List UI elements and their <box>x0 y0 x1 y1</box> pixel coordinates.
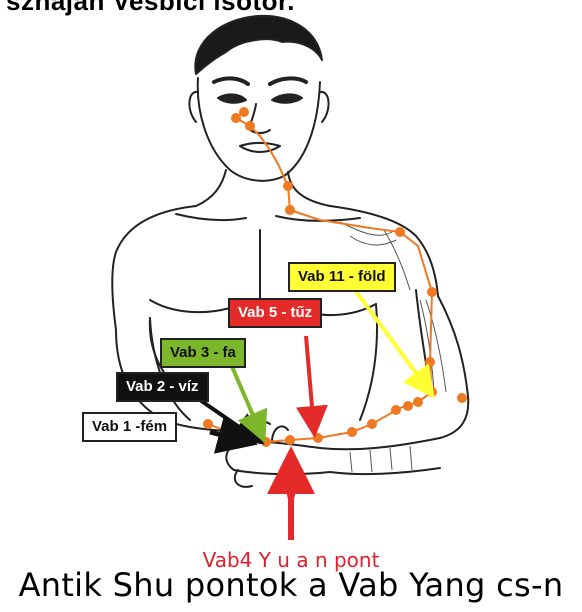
left-eye <box>218 94 246 102</box>
label-vab3: Vab 3 - fa <box>160 338 246 368</box>
acupuncture-point <box>283 181 293 191</box>
acupuncture-point <box>367 419 377 429</box>
forearm-bottom <box>330 468 440 474</box>
chest-line-left <box>150 300 230 312</box>
acupuncture-point <box>403 401 413 411</box>
acupuncture-point <box>425 357 435 367</box>
acupuncture-point <box>313 433 323 443</box>
acupuncture-point <box>285 205 295 215</box>
acupuncture-point <box>203 419 213 429</box>
acupuncture-point <box>261 437 271 447</box>
acupuncture-point <box>413 397 423 407</box>
acupuncture-point <box>245 121 255 131</box>
bottom-caption: Antik Shu pontok a Vab Yang cs-n <box>0 566 582 604</box>
right-ear <box>320 92 329 122</box>
hair <box>195 16 322 74</box>
acupuncture-point <box>391 405 401 415</box>
arrow-vab5 <box>306 336 314 430</box>
acupuncture-point <box>457 393 467 403</box>
neck-right <box>288 172 330 206</box>
forearm-top <box>320 438 440 449</box>
face-outline <box>198 78 320 181</box>
neck-left <box>196 170 226 206</box>
right-eyebrow <box>270 78 306 84</box>
right-eye <box>272 94 302 102</box>
left-ear <box>189 92 198 122</box>
label-vab11: Vab 11 - föld <box>288 262 396 292</box>
acupuncture-point <box>231 113 241 123</box>
label-vab5: Vab 5 - tűz <box>228 298 322 328</box>
acupuncture-point <box>395 227 405 237</box>
left-clavicle <box>176 214 246 220</box>
torso-left <box>150 318 190 420</box>
acupuncture-point <box>285 435 295 445</box>
left-eyebrow <box>214 78 248 84</box>
acupuncture-point <box>239 107 249 117</box>
torso-right <box>360 304 377 420</box>
mouth <box>240 143 280 152</box>
label-vab1: Vab 1 -fém <box>82 412 177 442</box>
acupuncture-point <box>427 287 437 297</box>
acupuncture-point <box>347 427 357 437</box>
label-vab2: Vab 2 - víz <box>116 372 209 402</box>
hand-outline <box>226 441 330 474</box>
